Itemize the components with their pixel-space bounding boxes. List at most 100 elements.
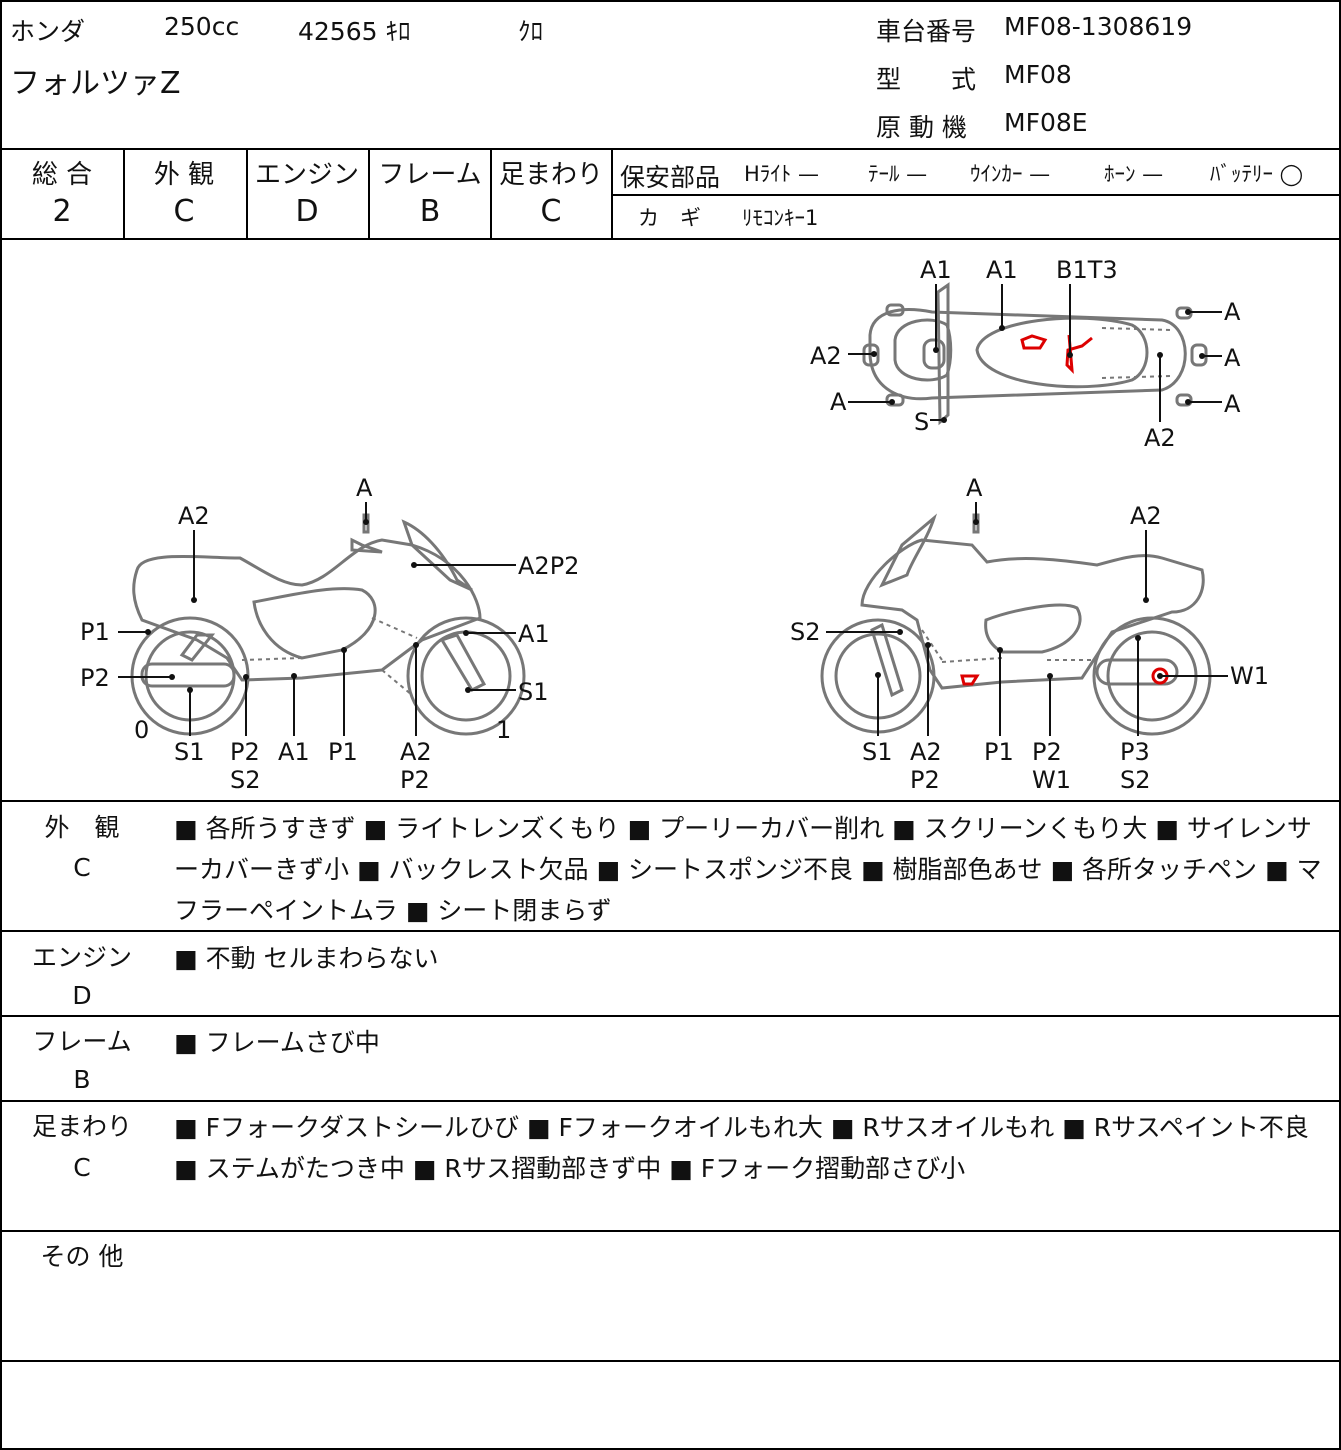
- grade-label-suspension: 足まわり: [498, 160, 603, 190]
- divider: [2, 238, 1339, 240]
- grade-value-suspension: C: [540, 194, 562, 229]
- diagram-label: A2: [1144, 424, 1176, 452]
- diagram-label: A: [1224, 390, 1241, 418]
- top-view-scooter: [862, 282, 1208, 426]
- right-side-leaders: A A2 S2 W1 S1 A2 P2 P1 P2 W1 P3 S2: [790, 474, 1269, 794]
- diagram-label: A2: [810, 342, 842, 370]
- top-view-leaders: A1 A1 B1T3 A2 A A A A S A2: [810, 256, 1241, 452]
- diagram-label: A2: [1130, 502, 1162, 530]
- safety-item-tail: ﾃｰﾙ —: [868, 162, 928, 186]
- grade-label-overall: 総 合: [31, 160, 93, 190]
- damage-diagram: A1 A1 B1T3 A2 A A A A S A2: [80, 256, 1269, 794]
- safety-item-headlight: Hﾗｲﾄ —: [744, 162, 819, 186]
- grade-value-frame: B: [419, 194, 441, 229]
- diagram-label: A: [966, 474, 983, 502]
- maker: ホンダ: [10, 17, 86, 46]
- divider: [2, 1230, 1339, 1232]
- safety-item-winker: ｳｲﾝｶｰ —: [970, 162, 1051, 186]
- section-grade-suspension: C: [73, 1153, 91, 1182]
- diagram-label: W1: [1032, 766, 1071, 794]
- divider: [123, 148, 125, 238]
- diagram-label: P2: [230, 738, 260, 766]
- color: ｸﾛ: [518, 17, 544, 46]
- grade-label-engine: エンジン: [254, 160, 359, 190]
- displacement: 250cc: [164, 12, 240, 41]
- divider: [611, 148, 613, 238]
- divider: [613, 194, 1339, 196]
- grade-label-frame: フレーム: [378, 160, 482, 190]
- diagram-label: A2P2: [518, 552, 579, 580]
- grade-label-exterior: 外 観: [153, 160, 215, 190]
- diagram-label: P2: [1032, 738, 1062, 766]
- section-title-other: その 他: [40, 1242, 124, 1271]
- section-text-suspension: ■ Fフォークダストシールひび ■ Fフォークオイルもれ大 ■ Rサスオイルもれ…: [174, 1113, 1309, 1183]
- left-side-leaders: A A2 A2P2 A1 S1 P1 P2 0 1 S1 P2 S2 A1 P1…: [80, 474, 579, 794]
- divider: [2, 800, 1339, 802]
- diagram-label: A1: [986, 256, 1018, 284]
- section-title-frame: フレーム: [32, 1027, 132, 1056]
- diagram-label: A1: [278, 738, 310, 766]
- diagram-label: A1: [518, 620, 550, 648]
- divider: [2, 148, 1339, 150]
- model-name: フォルツァZ: [10, 66, 181, 101]
- diagram-label: S2: [790, 618, 821, 646]
- diagram-label: S: [914, 408, 929, 436]
- divider: [490, 148, 492, 238]
- key-label: カ ギ: [638, 206, 701, 230]
- divider: [2, 1100, 1339, 1102]
- divider: [368, 148, 370, 238]
- diagram-label: 0: [134, 716, 149, 744]
- section-title-exterior: 外 観: [44, 813, 120, 842]
- diagram-label: A: [356, 474, 373, 502]
- diagram-label: P3: [1120, 738, 1150, 766]
- right-side-scooter: [820, 513, 1212, 736]
- type-label: 型 式: [876, 65, 977, 94]
- grade-value-engine: D: [295, 194, 319, 229]
- diagram-label: P1: [80, 618, 110, 646]
- frame-no: MF08-1308619: [1004, 12, 1193, 41]
- diagram-label: P1: [328, 738, 358, 766]
- section-text-frame: ■ フレームさび中: [174, 1028, 380, 1057]
- diagram-label: B1T3: [1056, 256, 1118, 284]
- key-value: ﾘﾓｺﾝｷｰ1: [742, 206, 819, 230]
- diagram-label: A: [1224, 344, 1241, 372]
- diagram-label: S1: [174, 738, 205, 766]
- mileage: 42565 ｷﾛ: [298, 17, 411, 46]
- safety-item-battery: ﾊﾞｯﾃﾘｰ ◯: [1210, 162, 1304, 186]
- diagram-label: A: [830, 388, 847, 416]
- safety-item-horn: ﾎｰﾝ —: [1104, 162, 1164, 186]
- divider: [2, 1015, 1339, 1017]
- divider: [246, 148, 248, 238]
- section-title-engine: エンジン: [31, 943, 132, 972]
- diagram-label: 1: [496, 716, 511, 744]
- diagram-label: S1: [862, 738, 893, 766]
- engine-label: 原 動 機: [876, 113, 967, 142]
- diagram-label: W1: [1230, 662, 1269, 690]
- diagram-label: S1: [518, 678, 549, 706]
- section-text-exterior: ■ 各所うすきず ■ ライトレンズくもり ■ プーリーカバー削れ ■ スクリーン…: [174, 814, 1322, 925]
- diagram-label: A1: [920, 256, 952, 284]
- diagram-label: P2: [910, 766, 940, 794]
- safety-label: 保安部品: [620, 163, 721, 192]
- divider: [2, 1360, 1339, 1362]
- grade-value-overall: 2: [52, 194, 72, 229]
- section-title-suspension: 足まわり: [31, 1112, 132, 1141]
- section-text-engine: ■ 不動 セルまわらない: [174, 944, 439, 973]
- frame-no-label: 車台番号: [876, 17, 977, 46]
- diagram-label: P1: [984, 738, 1014, 766]
- diagram-label: A2: [400, 738, 432, 766]
- section-grade-exterior: C: [73, 853, 91, 882]
- diagram-label: P2: [400, 766, 430, 794]
- engine-value: MF08E: [1004, 108, 1088, 137]
- divider: [2, 930, 1339, 932]
- diagram-label: A: [1224, 298, 1241, 326]
- diagram-label: S2: [230, 766, 261, 794]
- diagram-label: A2: [910, 738, 942, 766]
- left-side-scooter: [130, 513, 526, 736]
- section-grade-engine: D: [72, 981, 92, 1010]
- type-value: MF08: [1004, 60, 1072, 89]
- grade-value-exterior: C: [173, 194, 195, 229]
- diagram-label: A2: [178, 502, 210, 530]
- diagram-label: P2: [80, 664, 110, 692]
